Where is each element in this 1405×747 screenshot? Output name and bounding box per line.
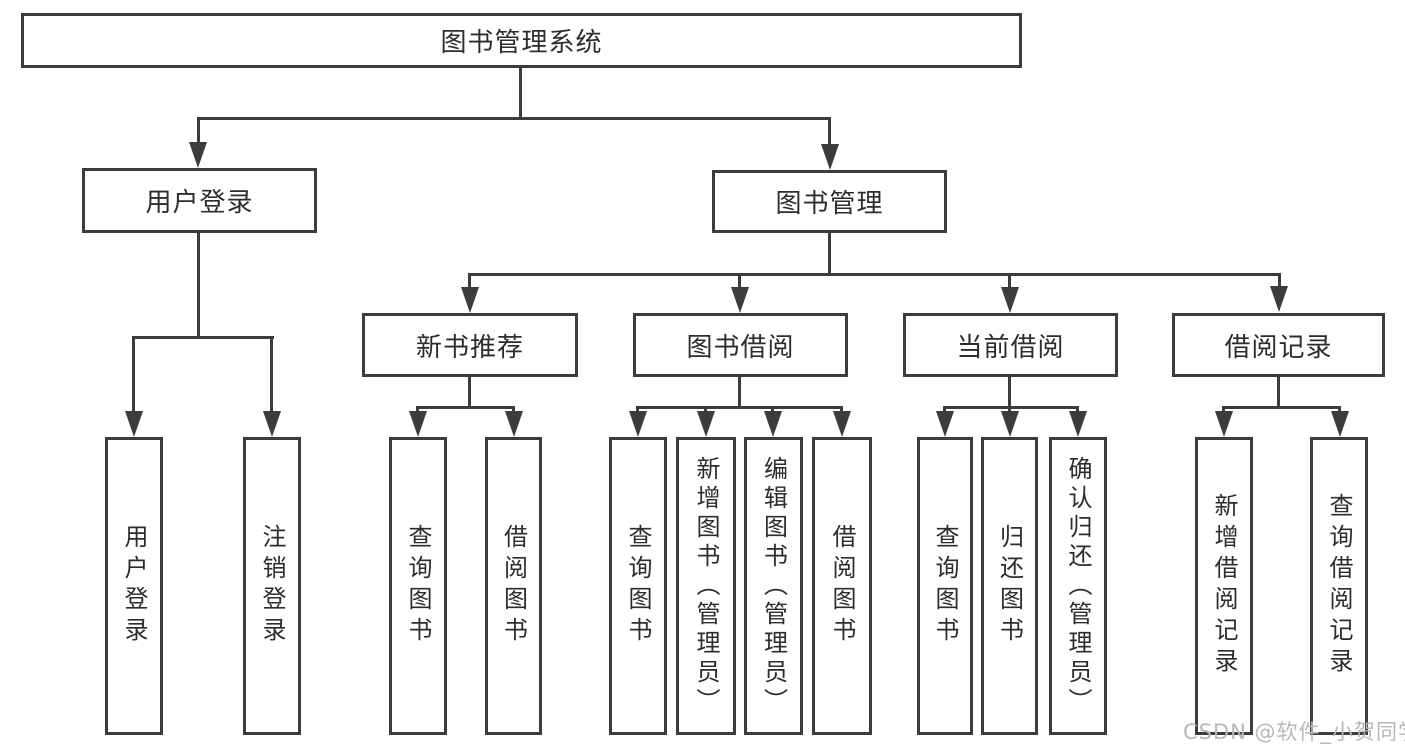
arrow-down-icon <box>1001 411 1019 437</box>
arrow-down-icon <box>1215 411 1233 437</box>
node-book-management: 图书管理 <box>712 170 947 233</box>
arrow-down-icon <box>1001 287 1019 313</box>
connector-line <box>197 233 200 339</box>
node-borrow-books-1-label: 借阅图书 <box>499 524 528 648</box>
connector-line <box>197 117 200 147</box>
connector-line <box>132 336 274 339</box>
arrow-down-icon <box>697 411 715 437</box>
node-borrow-books-2: 借阅图书 <box>812 437 872 735</box>
connector-line <box>828 117 831 149</box>
arrow-down-icon <box>263 411 281 437</box>
node-query-books-2: 查询图书 <box>609 437 667 735</box>
arrow-down-icon <box>125 411 143 437</box>
connector-line <box>197 117 831 120</box>
node-return-books: 归还图书 <box>981 437 1038 735</box>
arrow-down-icon <box>189 142 207 168</box>
node-current-borrow: 当前借阅 <box>903 313 1118 377</box>
arrow-down-icon <box>936 411 954 437</box>
node-borrow-books-1: 借阅图书 <box>485 437 542 735</box>
arrow-down-icon <box>764 411 782 437</box>
node-current-borrow-label: 当前借阅 <box>956 332 1065 363</box>
node-user-login: 用户登录 <box>82 168 317 233</box>
node-add-books-admin-label: 新增图书（管理员） <box>692 455 720 717</box>
node-root-label: 图书管理系统 <box>440 28 603 58</box>
node-query-books-1: 查询图书 <box>389 437 447 735</box>
node-user-login-label: 用户登录 <box>145 188 254 218</box>
arrow-down-icon <box>409 411 427 437</box>
node-user-login-leaf: 用户登录 <box>105 437 163 735</box>
node-book-management-label: 图书管理 <box>775 189 884 219</box>
node-edit-books-admin: 编辑图书（管理员） <box>744 437 803 735</box>
connector-line <box>468 273 471 291</box>
connector-line <box>1222 406 1341 409</box>
connector-line <box>828 233 831 276</box>
node-query-books-1-label: 查询图书 <box>404 524 432 648</box>
csdn-watermark: CSDN @软件_小贺同学 <box>1183 720 1405 744</box>
connector-line <box>519 68 522 120</box>
connector-line <box>738 273 741 291</box>
node-query-books-2-label: 查询图书 <box>624 524 652 648</box>
node-add-books-admin: 新增图书（管理员） <box>676 437 736 735</box>
connector-line <box>1277 377 1280 409</box>
node-edit-books-admin-label: 编辑图书（管理员） <box>759 455 788 717</box>
connector-line <box>416 406 515 409</box>
node-new-book-recommend-label: 新书推荐 <box>415 332 524 363</box>
connector-line <box>132 336 135 413</box>
node-query-borrow-record-label: 查询借阅记录 <box>1325 493 1353 679</box>
connector-line <box>1008 377 1011 409</box>
node-query-borrow-record: 查询借阅记录 <box>1310 437 1368 735</box>
node-logout-leaf: 注销登录 <box>243 437 301 735</box>
connector-line <box>636 406 843 409</box>
node-borrow-books-2-label: 借阅图书 <box>828 524 856 648</box>
node-root: 图书管理系统 <box>21 13 1022 68</box>
arrow-down-icon <box>505 411 523 437</box>
node-add-borrow-record-label: 新增借阅记录 <box>1210 493 1238 679</box>
arrow-down-icon <box>1270 286 1288 312</box>
arrow-down-icon <box>1331 411 1349 437</box>
node-confirm-return-admin: 确认归还（管理员） <box>1049 437 1107 735</box>
connector-line <box>738 377 741 409</box>
node-return-books-label: 归还图书 <box>995 524 1024 648</box>
arrow-down-icon <box>731 287 749 313</box>
arrow-down-icon <box>629 411 647 437</box>
node-book-borrow: 图书借阅 <box>633 313 848 377</box>
node-borrow-record: 借阅记录 <box>1172 313 1385 377</box>
arrow-down-icon <box>833 411 851 437</box>
node-query-books-3: 查询图书 <box>917 437 973 735</box>
node-confirm-return-admin-label: 确认归还（管理员） <box>1064 455 1092 717</box>
connector-line <box>270 336 273 413</box>
arrow-down-icon <box>1069 411 1087 437</box>
node-borrow-record-label: 借阅记录 <box>1224 332 1333 363</box>
node-logout-leaf-label: 注销登录 <box>258 524 286 648</box>
connector-line <box>943 406 1079 409</box>
node-user-login-leaf-label: 用户登录 <box>120 524 148 648</box>
node-new-book-recommend: 新书推荐 <box>362 313 578 377</box>
connector-line <box>468 273 1281 276</box>
node-query-books-3-label: 查询图书 <box>931 524 959 648</box>
arrow-down-icon <box>461 287 479 313</box>
connector-line <box>1278 273 1281 291</box>
arrow-down-icon <box>821 144 839 170</box>
connector-line <box>468 377 471 409</box>
node-add-borrow-record: 新增借阅记录 <box>1195 437 1253 735</box>
connector-line <box>1008 273 1011 291</box>
node-book-borrow-label: 图书借阅 <box>686 332 795 363</box>
